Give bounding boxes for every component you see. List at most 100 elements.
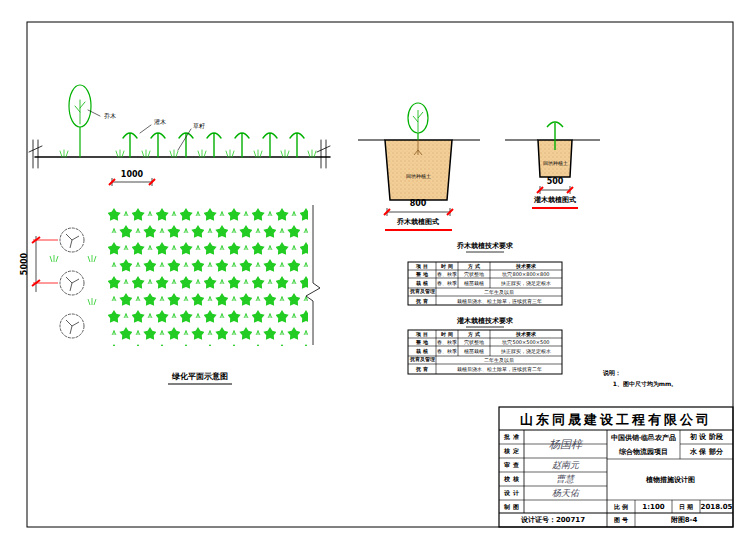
role-label: 核 定 (504, 448, 518, 454)
title-block-part (635, 500, 700, 527)
callout-label: 灌木 (154, 119, 166, 125)
role-label: 设 计 (504, 490, 518, 496)
elevation-view-part (178, 129, 191, 150)
stage-label: 初 设 阶段 (690, 434, 723, 441)
tree-pit-section-part (384, 209, 453, 215)
table-header: 技术要求 (516, 264, 536, 269)
elevation-view-part (290, 133, 304, 157)
table-cell: 整 地 (416, 272, 428, 277)
table-cell: 栽 植 (416, 281, 428, 286)
certificate-number: 设计证号：200717 (521, 517, 585, 524)
table-cell: 二年生及以后 (484, 290, 514, 295)
company-name: 山东同晟建设工程有限公司 (520, 412, 712, 425)
elevation-view-part (116, 150, 124, 157)
table-cell: 二年生及以后 (484, 358, 514, 363)
elevation-view-part (123, 133, 137, 157)
dimension-text: 500 (547, 178, 564, 186)
plan-view-part (109, 179, 155, 185)
view-title: 绿化平面示意图 (172, 373, 228, 381)
fill-label: 回填种植土 (543, 161, 568, 166)
table-cell: 春、秋季 (437, 272, 457, 277)
shrub-spec-table (408, 327, 562, 374)
elevation-view-part (123, 133, 304, 157)
plan-view-part (108, 206, 308, 346)
drawing-name: 植物措施设计图 (646, 476, 695, 483)
tree-pit-section-part (387, 208, 450, 216)
signature: 曹慧 (556, 475, 574, 484)
tree-pit-section-part (413, 110, 423, 132)
field-label: 比 例 (614, 504, 628, 510)
elevation-view-part (75, 100, 85, 124)
field-value: 1:100 (642, 503, 664, 510)
title-block-part (499, 430, 733, 513)
shrub-pit-section-part (532, 207, 578, 209)
elevation-view-part (88, 110, 100, 116)
shrub-spec-table-part (408, 330, 562, 374)
table-title: 乔木栽植技术要求 (457, 243, 513, 250)
shrub-spec-table-part (466, 327, 504, 328)
table-cell: 坑穴500×500×500 (502, 340, 549, 345)
plan-view (32, 178, 320, 384)
elevation-view-part (235, 133, 249, 157)
table-cell: 坑穴800×800×800 (502, 272, 549, 277)
callout-label: 乔木 (104, 113, 116, 119)
field-label: 图 号 (614, 517, 628, 523)
tree-pit-section-part (385, 229, 452, 231)
note-text: 1、图中尺寸均为mm。 (613, 381, 678, 387)
plan-view-part (32, 237, 40, 286)
tree-spec-table-part (408, 270, 562, 296)
table-cell: 栽植后浇水、松土除草，连续抚育二年 (457, 367, 542, 372)
elevation-view-part (254, 150, 262, 157)
table-header: 技术要求 (516, 332, 536, 337)
plan-view-part (50, 255, 58, 262)
table-title: 灌木栽植技术要求 (457, 318, 513, 325)
elevation-view-part (198, 150, 206, 157)
role-label: 审 查 (504, 462, 518, 468)
tree-pit-section-part (385, 140, 452, 200)
plan-view-part (112, 178, 152, 186)
sheet-frame (27, 22, 733, 527)
shrub-pit-section-part (537, 187, 573, 193)
title-block-part (499, 407, 733, 527)
table-cell: 整 地 (416, 340, 428, 345)
role-label: 批 准 (504, 434, 518, 440)
signature: 杨国梓 (549, 439, 582, 450)
plan-view-part (66, 234, 79, 334)
table-header: 项 目 (416, 332, 428, 337)
elevation-view (29, 85, 330, 168)
fill-label: 回填种植土 (406, 174, 431, 179)
shrub-pit-section-part (540, 186, 570, 194)
table-header: 方 式 (468, 264, 480, 269)
dimension-text: 800 (410, 200, 427, 208)
dimension-text: 5000 (21, 253, 29, 275)
shrub-pit-section-part (547, 122, 563, 150)
table-cell: 抚育及管理 (410, 358, 435, 363)
table-cell: 抚育及管理 (410, 290, 435, 295)
project-name: 综合物流园项目 (619, 448, 668, 455)
elevation-view-part (69, 85, 91, 127)
project-name: 中国供销·临邑农产品 (611, 434, 676, 441)
table-cell: 扶正踩实，浇足定根水 (501, 349, 551, 354)
table-cell: 植苗栽植 (464, 281, 484, 286)
elevation-view-part (317, 140, 330, 168)
elevation-view-part (207, 133, 221, 157)
title-block-part (499, 444, 607, 500)
shrub-spec-table-part (408, 338, 562, 364)
table-cell: 春、秋季 (437, 340, 457, 345)
elevation-view-part (226, 150, 234, 157)
table-header: 方 式 (468, 332, 480, 337)
plan-view-part (306, 205, 320, 345)
tree-spec-table (408, 252, 562, 305)
table-cell: 穴状整地 (464, 340, 484, 345)
table-cell: 扶正踩实，浇足定根水 (501, 281, 551, 286)
table-cell: 栽植后浇水、松土除草，连续抚育三年 (457, 298, 542, 303)
note-heading: 说明： (603, 370, 621, 376)
elevation-view-part (29, 140, 42, 168)
title-block-part (607, 430, 733, 500)
shrub-pit-section (505, 122, 600, 208)
stage-label: 水 保 部分 (690, 448, 723, 455)
elevation-view-part (151, 133, 165, 157)
field-value: 2018.05 (701, 503, 733, 510)
elevation-view-part (35, 156, 330, 158)
tree-pit-section (358, 103, 480, 230)
